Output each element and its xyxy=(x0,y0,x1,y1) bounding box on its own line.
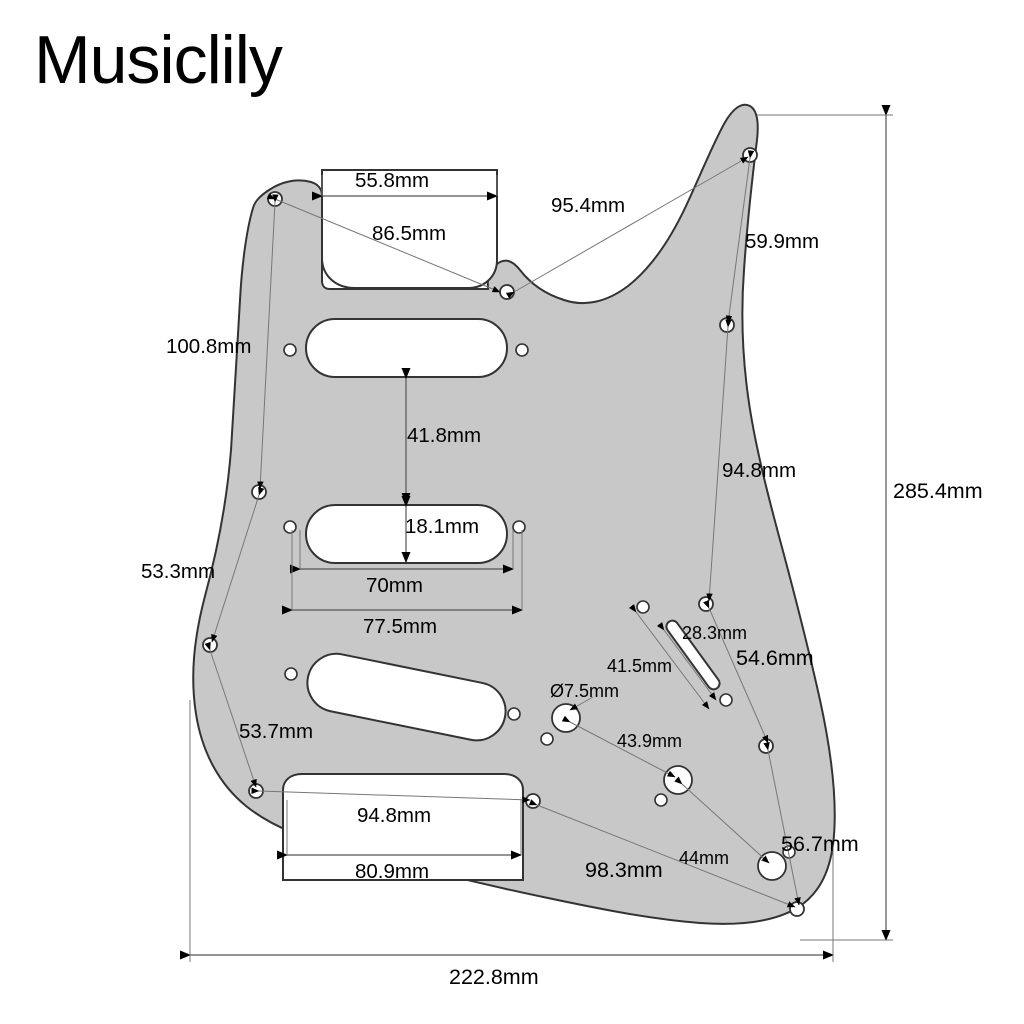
dimension-label-upper-left-edge: 100.8mm xyxy=(166,335,252,358)
dimension-label-jack-plate-width: 80.9mm xyxy=(355,860,430,883)
dimension-label-right-mid-edge: 94.8mm xyxy=(722,459,797,482)
brand-logo: Musiclily xyxy=(34,22,283,98)
screw-hole xyxy=(698,596,714,612)
screw-hole xyxy=(251,484,267,500)
screw-hole xyxy=(525,793,541,809)
screw-hole xyxy=(507,707,521,721)
screw-hole xyxy=(283,520,297,534)
dimension-label-overall-width: 222.8mm xyxy=(449,965,539,989)
dimension-label-overall-height: 285.4mm xyxy=(893,479,983,503)
dimension-label-upper-right-edge: 59.9mm xyxy=(745,230,820,253)
screw-hole xyxy=(284,667,298,681)
screw-hole xyxy=(283,343,297,357)
screw-hole xyxy=(499,284,515,300)
dimension-label-neck-pickup-offset: 41.8mm xyxy=(407,424,482,447)
dimension-label-lower-right-edge: 54.6mm xyxy=(736,646,814,670)
dimension-label-top-cutout-width: 55.8mm xyxy=(355,169,430,192)
dimension-label-lower-left-edge: 53.7mm xyxy=(239,720,314,743)
dimension-label-middle-pickup-height: 18.1mm xyxy=(405,515,480,538)
dimension-label-neck-pocket-diagonal: 86.5mm xyxy=(372,222,447,245)
dimension-label-screw-span-width: 77.5mm xyxy=(363,615,438,638)
dimension-label-pickup-slot-width: 70mm xyxy=(366,574,423,597)
dimension-label-knob-spacing-1: 43.9mm xyxy=(617,731,683,751)
screw-hole xyxy=(636,600,650,614)
knob-hole-volume xyxy=(551,703,581,733)
dimension-label-upper-horn-diagonal: 95.4mm xyxy=(551,194,626,217)
dimension-label-bottom-left-edge: 98.3mm xyxy=(585,858,663,882)
dimension-label-jack-cutout-width: 94.8mm xyxy=(357,804,432,827)
bridge-pickup-cavity xyxy=(306,652,507,742)
dimension-label-switch-slot-length: 28.3mm xyxy=(682,623,748,643)
screw-hole xyxy=(789,901,805,917)
screw-hole xyxy=(758,738,774,754)
neck-pickup-cavity xyxy=(283,318,529,378)
screw-hole xyxy=(515,343,529,357)
dimension-label-knob-hole-diameter: Ø7.5mm xyxy=(550,681,620,701)
screw-hole xyxy=(512,520,526,534)
dimension-lines xyxy=(180,105,893,962)
screw-hole xyxy=(654,793,668,807)
screw-hole xyxy=(202,637,218,653)
dimension-label-left-mid-edge: 53.3mm xyxy=(141,560,216,583)
dimension-label-switch-slot-span: 41.5mm xyxy=(607,656,673,676)
dimension-label-knob-spacing-2: 44mm xyxy=(679,848,730,868)
screw-hole xyxy=(540,732,554,746)
screw-hole xyxy=(719,317,735,333)
screw-hole xyxy=(719,693,733,707)
dimension-label-bottom-right-edge: 56.7mm xyxy=(781,832,859,856)
